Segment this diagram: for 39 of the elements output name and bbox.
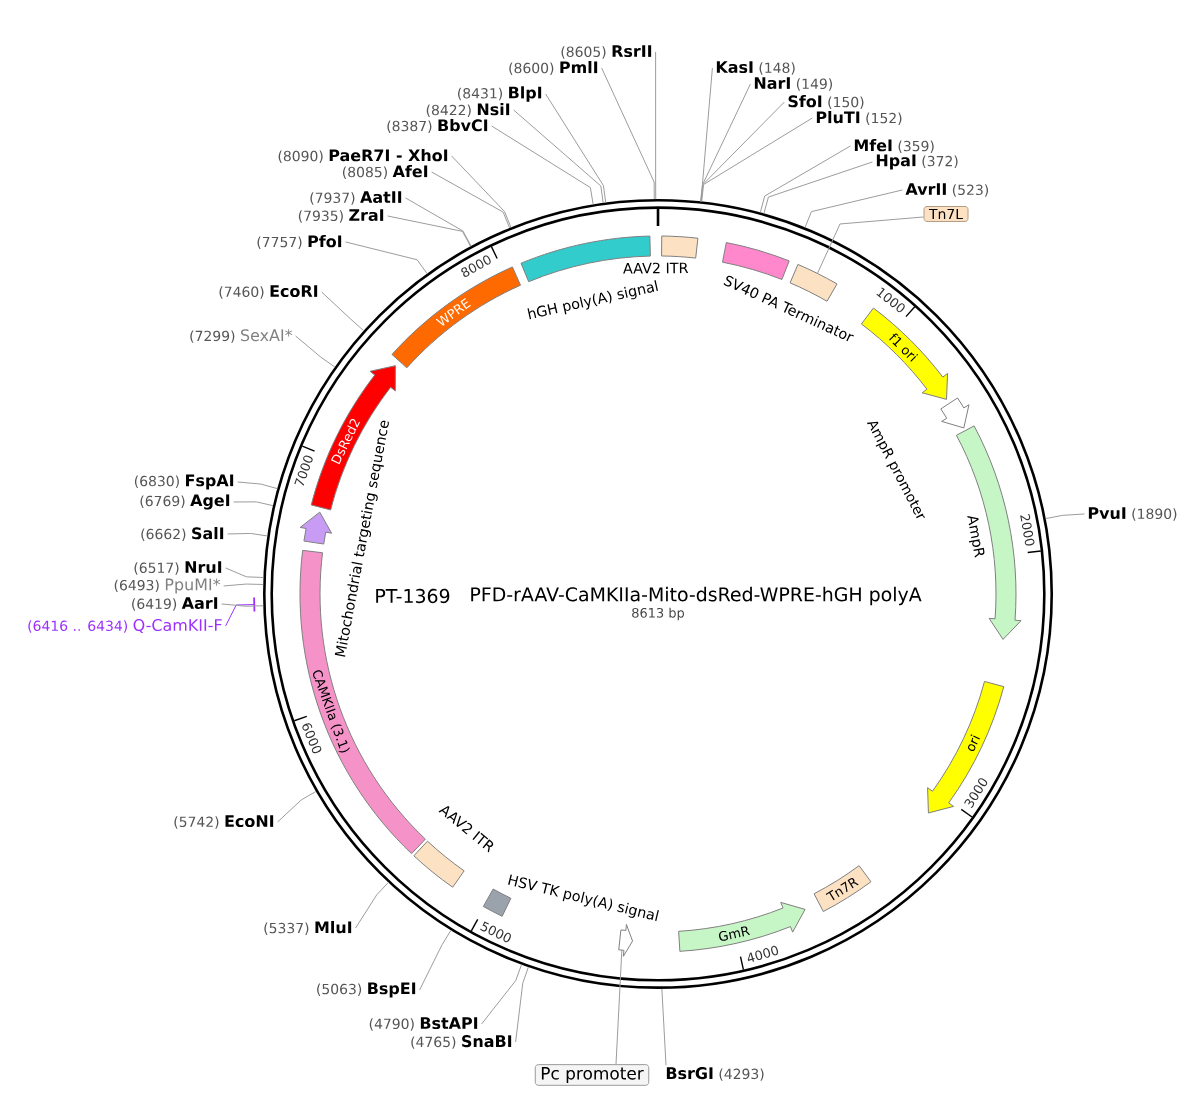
leader-line: [513, 109, 604, 204]
leader-line: [804, 189, 903, 228]
leader-line: [237, 481, 278, 490]
leader-line: [345, 241, 428, 275]
leader-line: [355, 882, 389, 929]
leader-line: [431, 171, 511, 229]
leader-line: [601, 67, 655, 200]
leader-line: [661, 988, 667, 1066]
leader-line: [419, 929, 452, 991]
leader-line: [277, 790, 317, 823]
leader-line: [615, 949, 623, 1065]
leader-line: [515, 966, 529, 1043]
pointed-feature-band: [618, 923, 634, 957]
leader-line: [227, 532, 268, 537]
leader-line: [655, 51, 657, 200]
leader-line: [700, 83, 751, 202]
label-box: Pc promoter: [534, 1064, 650, 1086]
leader-line: [700, 101, 785, 202]
leader-line: [233, 501, 274, 507]
leader-line: [405, 197, 472, 247]
leader-line: [701, 117, 813, 202]
leader-line: [491, 125, 594, 205]
plasmid-name: PFD-rAAV-CaMKIIa-Mito-dsRed-WPRE-hGH polyA: [471, 586, 922, 606]
leader-line: [451, 155, 512, 228]
leader-line: [759, 145, 851, 213]
leader-line: [816, 216, 924, 274]
leader-line: [545, 93, 607, 203]
leader-line: [700, 67, 713, 202]
leader-line: [387, 215, 471, 247]
leader-line: [223, 583, 264, 587]
leader-line: [225, 596, 256, 627]
feature-band: [789, 263, 838, 302]
leader-line: [225, 567, 264, 578]
leader-line: [295, 335, 336, 368]
leader-line: [321, 291, 365, 332]
leader-line: [763, 161, 873, 214]
leader-line: [481, 964, 523, 1025]
leader-line: [221, 603, 264, 607]
leader-line: [1045, 513, 1085, 520]
